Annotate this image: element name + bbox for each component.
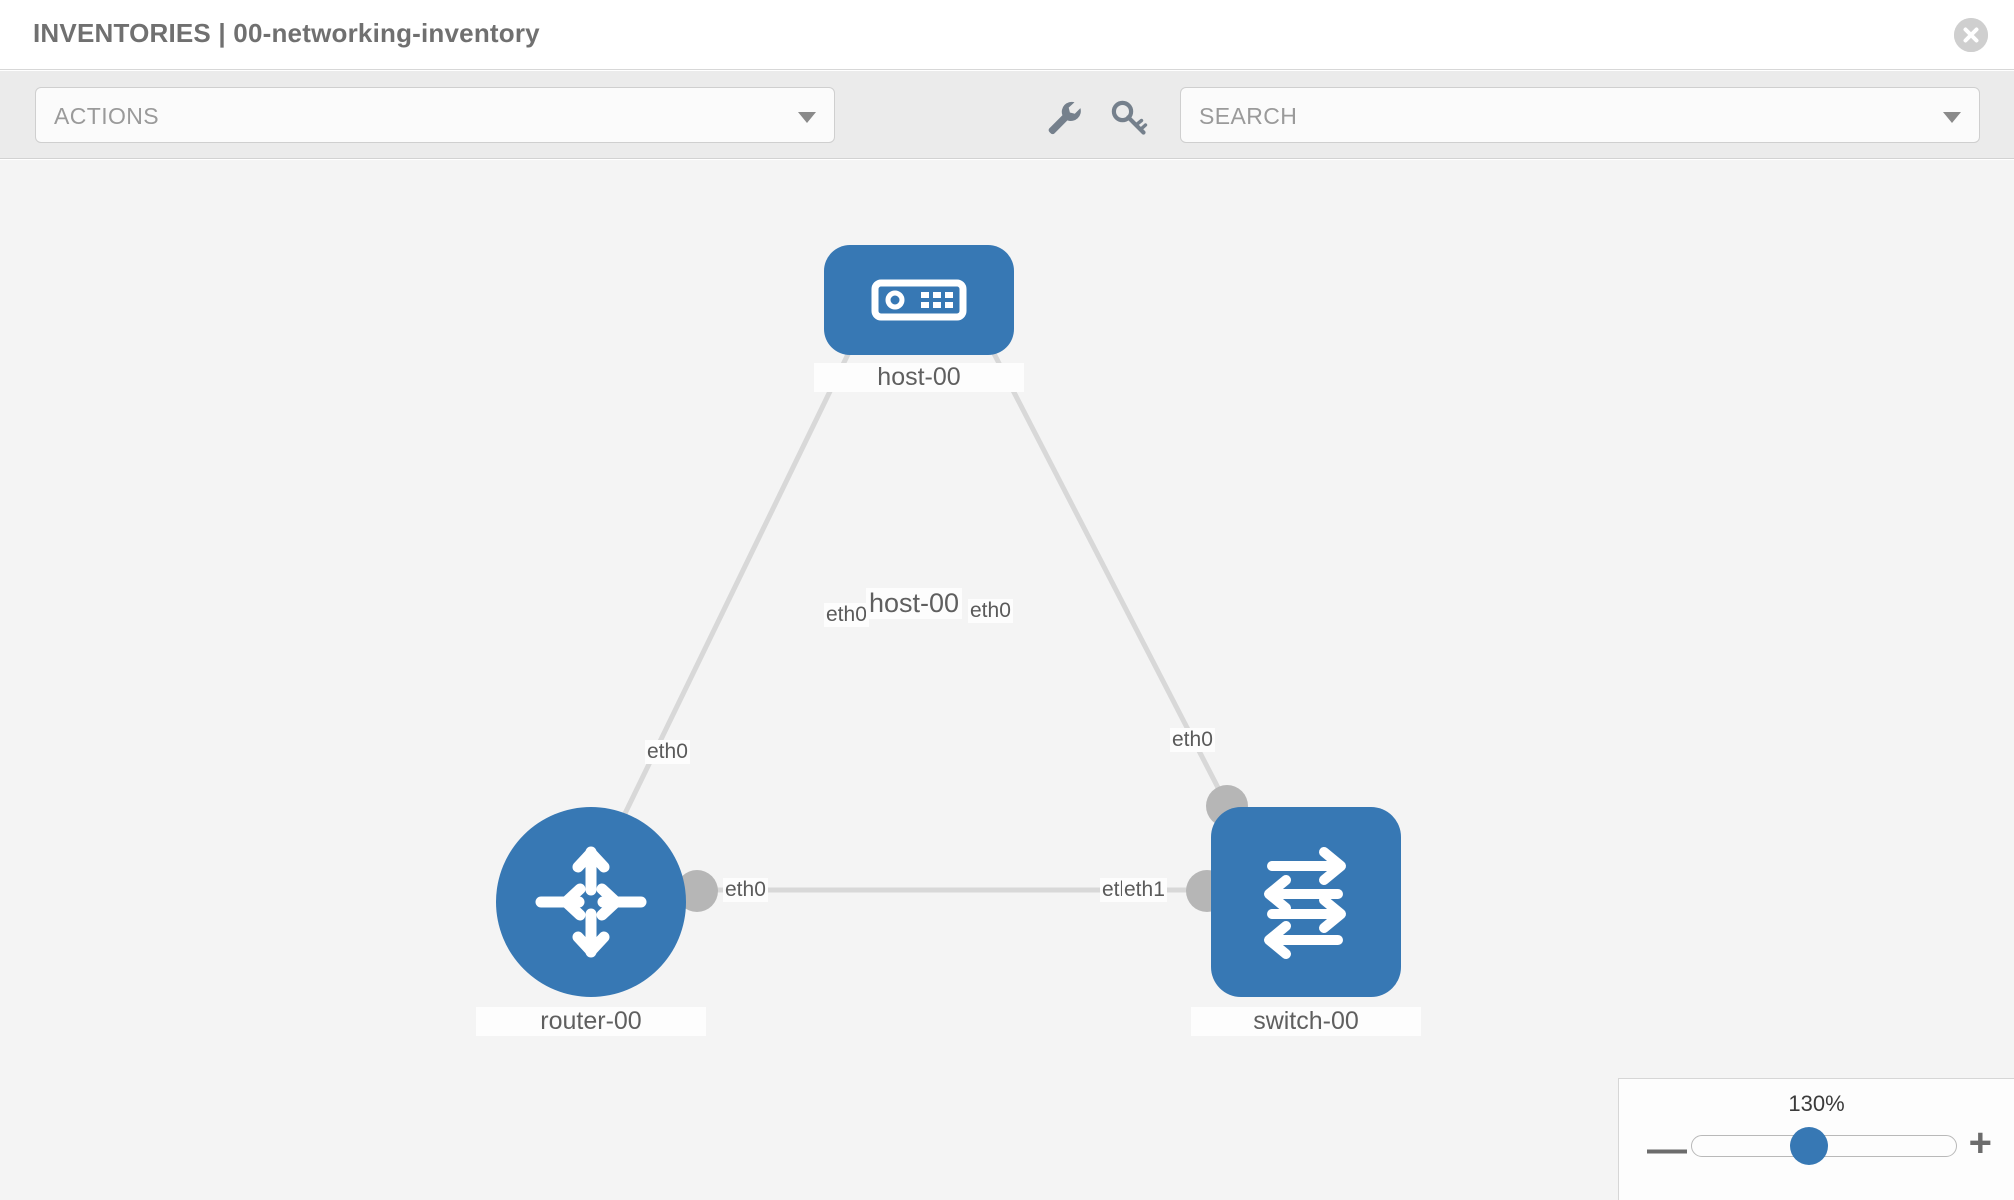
- topology-node-switch-00[interactable]: switch-00: [1191, 807, 1421, 1036]
- switch-arrows-icon: [1264, 847, 1346, 959]
- interface-label-host-eth0-right: eth0: [968, 599, 1013, 623]
- actions-dropdown[interactable]: ACTIONS: [35, 87, 835, 143]
- host-node-shape: [824, 245, 1014, 355]
- node-label-host-00-overlay: host-00: [866, 588, 963, 619]
- interface-label-switch-eth0-uplink: eth0: [1170, 728, 1215, 752]
- server-icon: [871, 279, 967, 321]
- zoom-level-label: 130%: [1788, 1091, 1845, 1116]
- close-icon[interactable]: [1954, 18, 1988, 52]
- node-label-switch-00: switch-00: [1191, 1007, 1421, 1036]
- interface-label-router-eth0-uplink: eth0: [645, 740, 690, 764]
- zoom-slider-thumb[interactable]: [1790, 1127, 1828, 1165]
- page-title: INVENTORIES | 00-networking-inventory: [33, 18, 540, 48]
- key-icon[interactable]: [1110, 99, 1150, 135]
- topology-node-router-00[interactable]: router-00: [476, 807, 706, 1036]
- wrench-icon[interactable]: [1043, 99, 1083, 135]
- page-header: INVENTORIES | 00-networking-inventory: [0, 0, 2014, 70]
- chevron-down-icon[interactable]: [1943, 112, 1961, 123]
- zoom-in-button[interactable]: +: [1968, 1121, 1992, 1165]
- topology-node-host-00[interactable]: host-00: [814, 245, 1024, 392]
- search-input[interactable]: SEARCH: [1180, 87, 1980, 143]
- toolbar: ACTIONS SEARCH: [0, 71, 2014, 159]
- interface-label-host-eth0-left: eth0: [824, 603, 869, 627]
- zoom-control-panel: 130% — +: [1618, 1078, 2014, 1200]
- search-placeholder: SEARCH: [1199, 103, 1298, 129]
- chevron-down-icon: [798, 112, 816, 123]
- actions-dropdown-label: ACTIONS: [54, 103, 160, 129]
- node-label-router-00: router-00: [476, 1007, 706, 1036]
- interface-label-switch-eth1-trunk: eth1: [1122, 878, 1167, 902]
- switch-node-shape: [1211, 807, 1401, 997]
- node-label-host-00: host-00: [814, 363, 1024, 392]
- interface-label-router-eth0-trunk: eth0: [723, 878, 768, 902]
- router-arrows-icon: [535, 846, 647, 958]
- topology-canvas[interactable]: host-00: [0, 160, 2014, 1200]
- router-node-shape: [496, 807, 686, 997]
- zoom-out-button[interactable]: —: [1647, 1127, 1687, 1171]
